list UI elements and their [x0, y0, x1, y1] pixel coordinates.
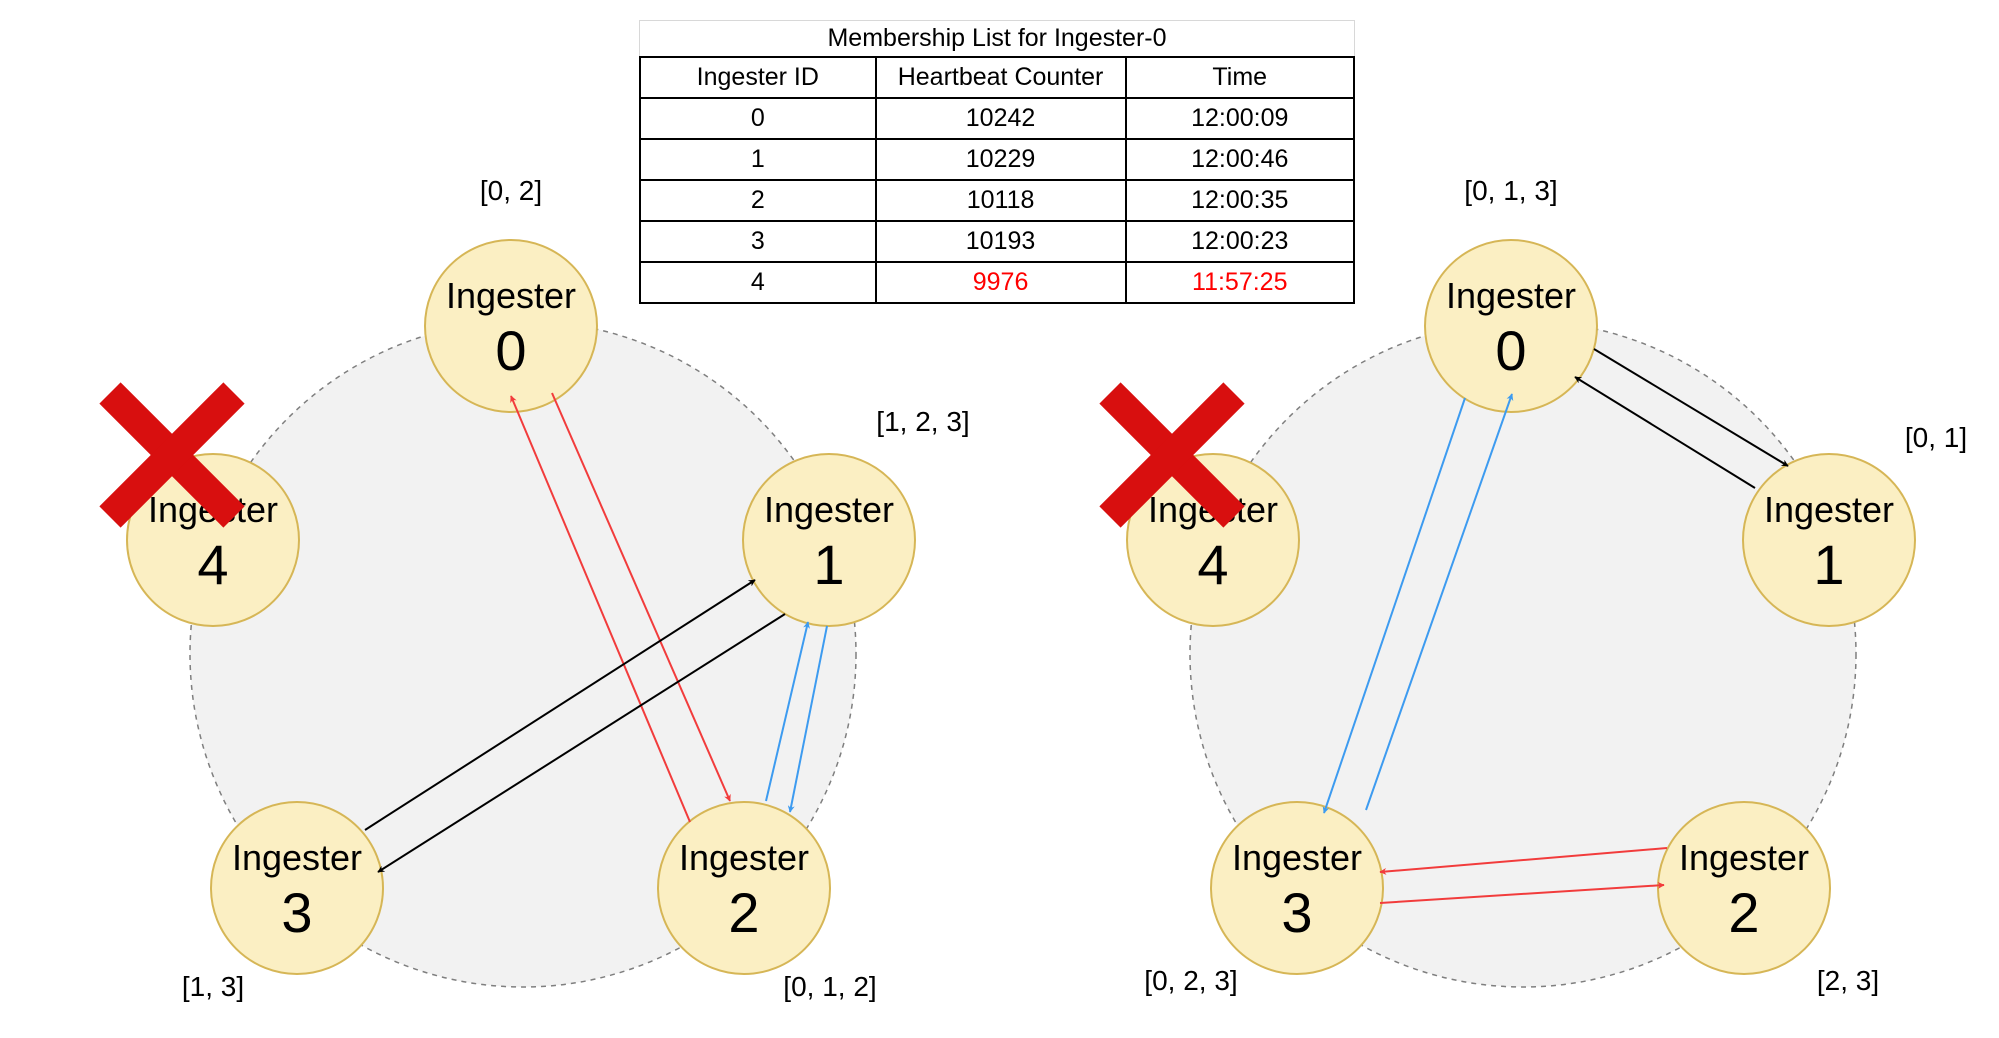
membership-label-2: [0, 1, 2] — [783, 971, 876, 1002]
node-circle — [126, 453, 300, 627]
membership-label-0: [0, 1, 3] — [1464, 175, 1557, 206]
cell-ingester-id: 1 — [639, 138, 877, 181]
column-header-heartbeat-counter: Heartbeat Counter — [874, 56, 1127, 99]
gossip-arrow-3-to-2 — [1379, 881, 1665, 904]
gossip-arrow-0-to-3 — [1322, 397, 1466, 814]
membership-label-2: [2, 3] — [1817, 965, 1879, 996]
cell-time: 12:00:35 — [1124, 179, 1355, 222]
failure-cross-icon — [1099, 382, 1245, 528]
gossip-arrow-1-to-2 — [787, 625, 828, 813]
membership-table-container: Membership List for Ingester-0 Ingester … — [639, 20, 1355, 304]
node-circle — [742, 453, 916, 627]
cell-ingester-id: 2 — [639, 179, 877, 222]
node-circle — [657, 801, 831, 975]
cell-time: 12:00:46 — [1124, 138, 1355, 181]
cell-time-stale: 11:57:25 — [1124, 261, 1355, 304]
gossip-arrow-3-to-0 — [1365, 393, 1514, 811]
cell-time: 12:00:09 — [1124, 97, 1355, 140]
table-row: 1 10229 12:00:46 — [639, 138, 1355, 181]
column-header-time: Time — [1124, 56, 1355, 99]
gossip-arrow-2-to-1 — [765, 621, 810, 802]
node-title: Ingester — [679, 837, 809, 878]
gossip-arrow-2-to-3 — [1379, 847, 1668, 875]
node-id: 1 — [813, 533, 844, 596]
node-id: 2 — [728, 881, 759, 944]
cell-ingester-id: 0 — [639, 97, 877, 140]
node-circle — [1424, 239, 1598, 413]
membership-label-0: [0, 2] — [480, 175, 542, 206]
node-id: 1 — [1813, 533, 1844, 596]
cell-heartbeat-counter: 10118 — [874, 179, 1127, 222]
node-title: Ingester — [764, 489, 894, 530]
node-title: Ingester — [232, 837, 362, 878]
membership-table: Membership List for Ingester-0 Ingester … — [639, 20, 1355, 304]
table-row: 2 10118 12:00:35 — [639, 179, 1355, 222]
gossip-arrow-3-to-1 — [364, 579, 756, 831]
node-id: 3 — [281, 881, 312, 944]
table-row: 3 10193 12:00:23 — [639, 220, 1355, 263]
node-title: Ingester — [1764, 489, 1894, 530]
membership-label-3: [0, 2, 3] — [1144, 965, 1237, 996]
node-circle — [1126, 453, 1300, 627]
cell-ingester-id: 3 — [639, 220, 877, 263]
node-id: 4 — [197, 533, 228, 596]
gossip-arrow-0-to-2 — [551, 392, 731, 802]
node-circle — [1210, 801, 1384, 975]
cell-heartbeat-counter-stale: 9976 — [874, 261, 1127, 304]
ingester-node-4: Ingester4 — [126, 453, 300, 627]
table-row: 0 10242 12:00:09 — [639, 97, 1355, 140]
node-title: Ingester — [446, 275, 576, 316]
node-circle — [1742, 453, 1916, 627]
node-circle — [424, 239, 598, 413]
node-title: Ingester — [1232, 837, 1362, 878]
membership-table-title: Membership List for Ingester-0 — [639, 20, 1355, 56]
node-id: 4 — [1197, 533, 1228, 596]
gossip-arrow-1-to-3 — [377, 613, 786, 873]
gossip-arrow-1-to-0 — [1574, 376, 1756, 489]
node-id: 2 — [1728, 881, 1759, 944]
membership-label-1: [0, 1] — [1905, 422, 1967, 453]
membership-label-3: [1, 3] — [182, 971, 244, 1002]
column-header-ingester-id: Ingester ID — [639, 56, 877, 99]
membership-label-1: [1, 2, 3] — [876, 406, 969, 437]
cell-time: 12:00:23 — [1124, 220, 1355, 263]
node-title: Ingester — [1446, 275, 1576, 316]
node-circle — [210, 801, 384, 975]
gossip-arrow-0-to-1 — [1593, 348, 1789, 467]
cell-heartbeat-counter: 10242 — [874, 97, 1127, 140]
cell-heartbeat-counter: 10193 — [874, 220, 1127, 263]
gossip-arrow-2-to-0 — [510, 395, 691, 823]
node-id: 0 — [1495, 319, 1526, 382]
ingester-node-4: Ingester4 — [1126, 453, 1300, 627]
table-row-stale: 4 9976 11:57:25 — [639, 261, 1355, 304]
failure-cross-icon — [99, 382, 245, 528]
node-title: Ingester — [1679, 837, 1809, 878]
membership-table-header-row: Ingester ID Heartbeat Counter Time — [639, 56, 1355, 99]
cell-heartbeat-counter: 10229 — [874, 138, 1127, 181]
node-id: 3 — [1281, 881, 1312, 944]
cell-ingester-id: 4 — [639, 261, 877, 304]
node-id: 0 — [495, 319, 526, 382]
